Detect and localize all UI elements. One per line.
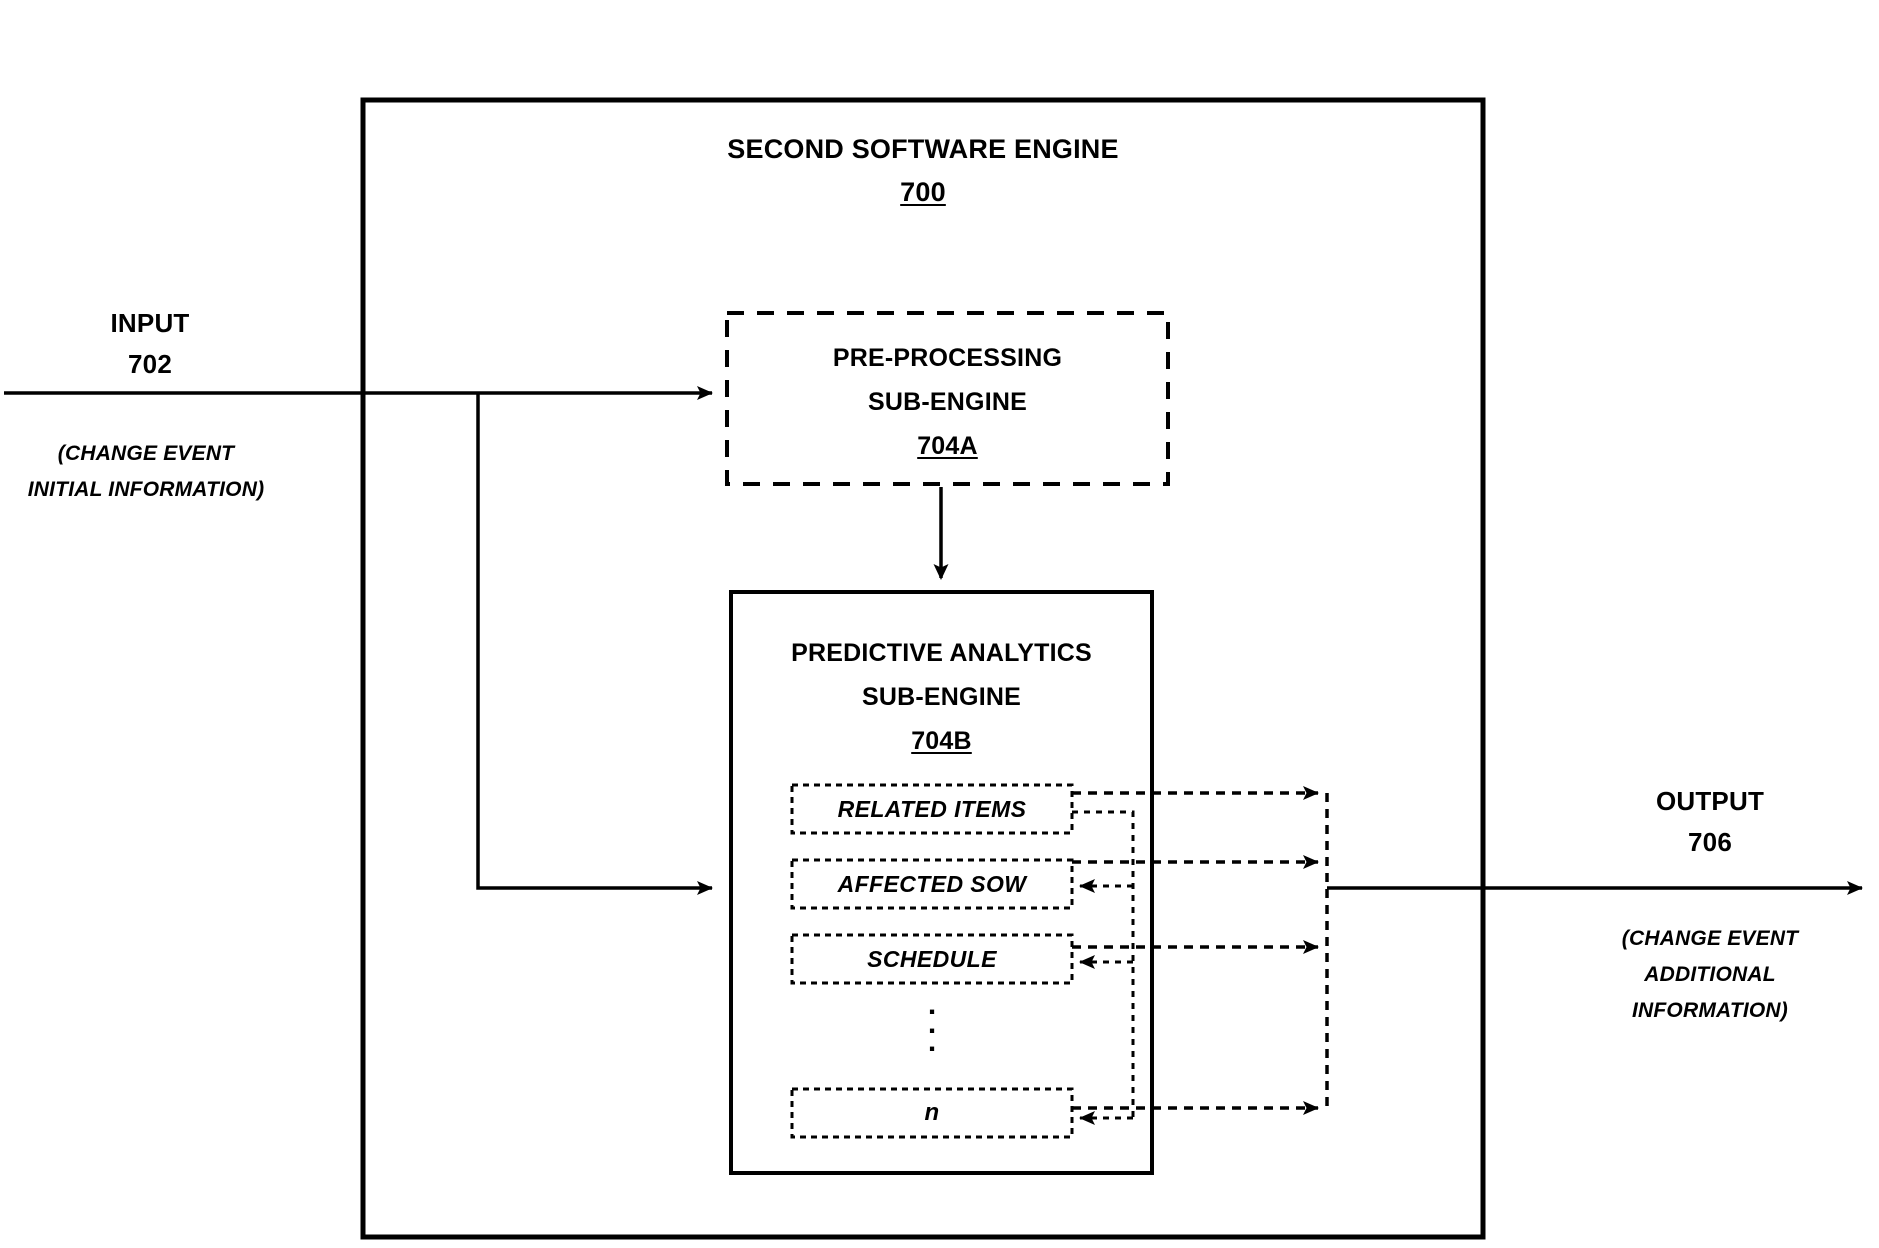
preprocessing-title-line2: SUB-ENGINE (868, 388, 1027, 416)
predictive-ref-number: 704B (911, 727, 972, 755)
item-label-affected-sow[interactable]: AFFECTED SOW (837, 870, 1027, 897)
predictive-title-line2: SUB-ENGINE (862, 683, 1021, 711)
output-note-line2: ADDITIONAL (1644, 963, 1776, 986)
preprocessing-ref-number: 704A (917, 432, 978, 460)
input-ref-number: 702 (128, 349, 172, 379)
ellipsis-dot-1: . (927, 988, 937, 1021)
output-ref-number: 706 (1688, 827, 1732, 857)
engine-title: SECOND SOFTWARE ENGINE (727, 134, 1119, 164)
input-branch-to-predictive-analytics (476, 393, 713, 895)
input-title: INPUT (110, 308, 190, 338)
predictive-analytics-sub-engine-box (729, 590, 1154, 1175)
second-software-engine-box (360, 97, 1486, 1240)
item-label-related-items[interactable]: RELATED ITEMS (837, 795, 1027, 822)
preprocessing-title-line1: PRE-PROCESSING (832, 344, 1063, 372)
pre-processing-sub-engine-box (725, 311, 1170, 486)
vertical-ellipsis: . . . (792, 988, 1072, 1059)
item-box-schedule (790, 933, 1074, 985)
item-box-related-items (790, 783, 1074, 835)
predictive-title-line1: PREDICTIVE ANALYTICS (791, 639, 1092, 667)
item-label-schedule[interactable]: SCHEDULE (867, 945, 997, 972)
item-box-affected-sow (790, 858, 1074, 910)
output-title: OUTPUT (1655, 786, 1765, 816)
output-note-line3: INFORMATION) (1632, 999, 1788, 1022)
ellipsis-dot-3: . (927, 1025, 937, 1059)
feedback-bus-trunk (1072, 810, 1135, 1118)
ellipsis-dot-2: . (927, 1006, 937, 1040)
input-note-line2: INITIAL INFORMATION) (27, 478, 265, 501)
item-label-n[interactable]: n (924, 1099, 940, 1126)
engine-ref-number: 700 (900, 177, 946, 207)
input-note-line1: (CHANGE EVENT (57, 442, 235, 465)
item-box-n (790, 1087, 1074, 1139)
output-note-line1: (CHANGE EVENT (1621, 927, 1799, 950)
